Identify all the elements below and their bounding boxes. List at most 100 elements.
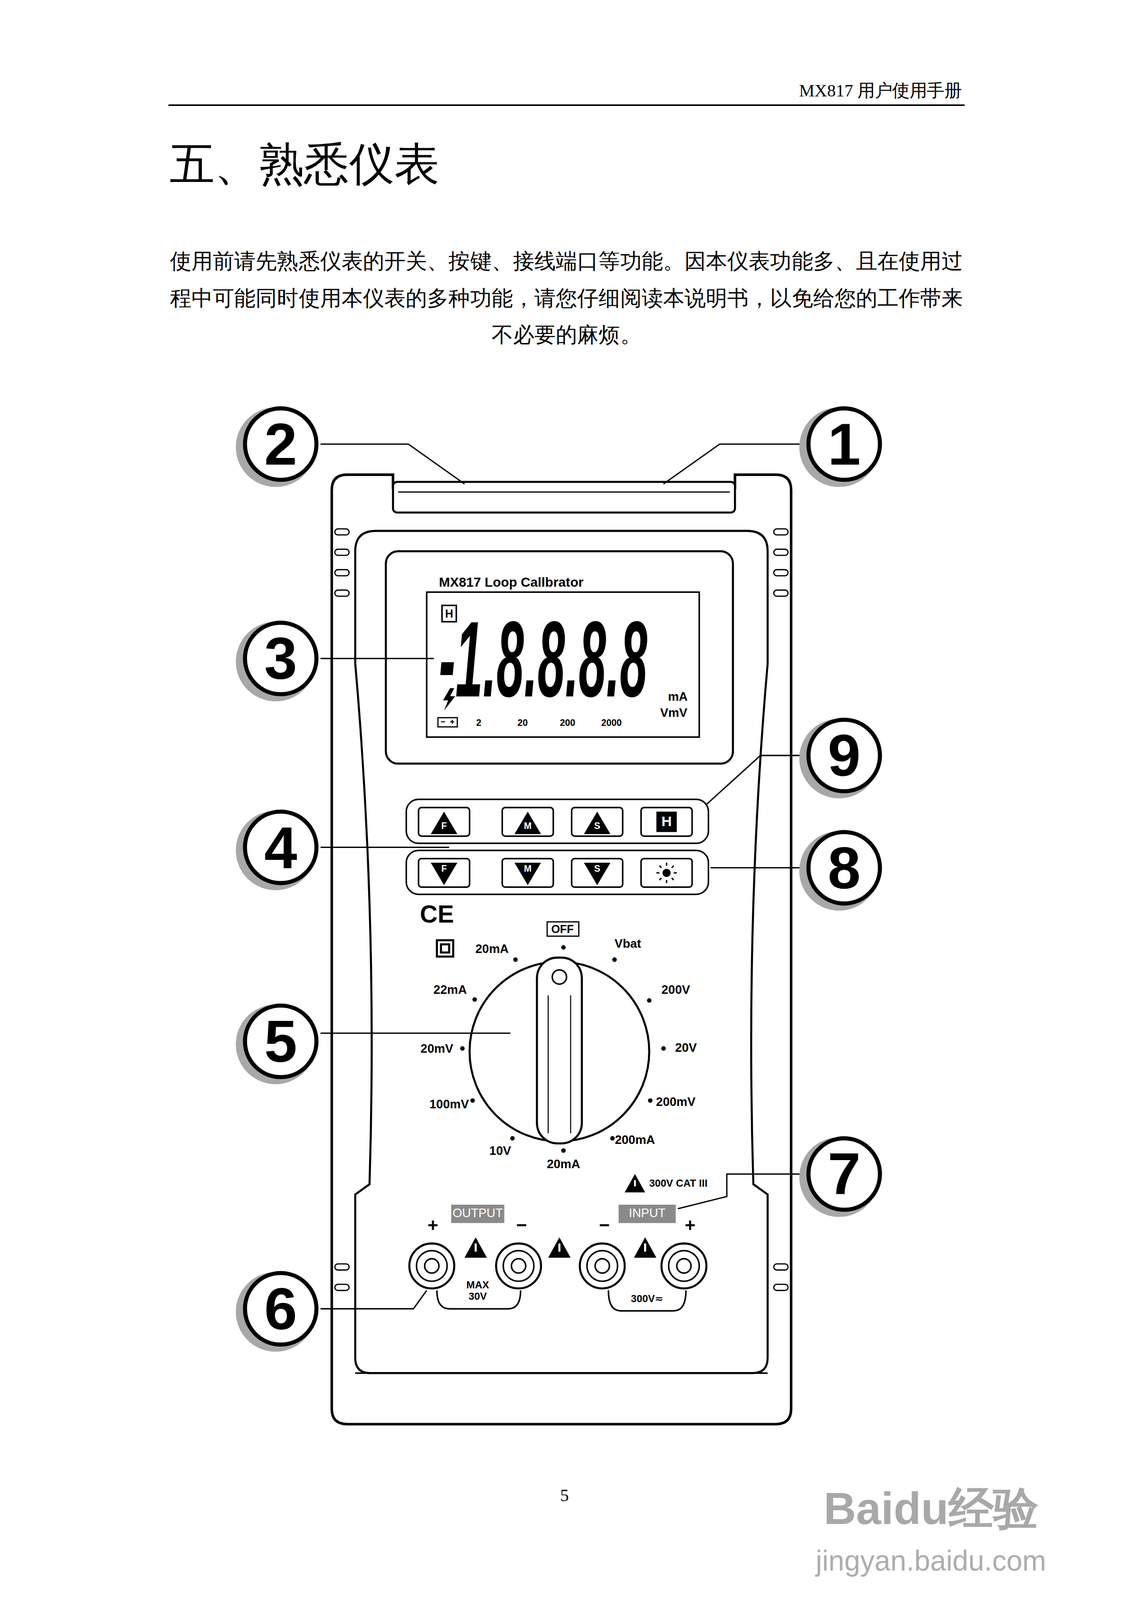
polarity-sign: −	[516, 1216, 528, 1237]
button-row-frame	[406, 799, 709, 844]
backlight-ray	[671, 877, 674, 880]
up-triangle	[430, 811, 458, 834]
warning-triangle	[624, 1173, 646, 1193]
callout-digit: 4	[264, 817, 297, 877]
callout-number: 6	[242, 1271, 319, 1347]
jack	[416, 1250, 447, 1282]
backlight-ray	[673, 872, 677, 874]
callout-digit: 7	[827, 1144, 861, 1204]
range-label: 2	[475, 718, 482, 729]
backlight-ray	[665, 879, 668, 883]
off-frame	[547, 921, 580, 937]
dial-position: 20V	[674, 1041, 697, 1055]
header-rule	[168, 104, 965, 106]
input-tag	[618, 1204, 676, 1224]
battery-icon	[451, 719, 453, 724]
leader-line	[320, 657, 435, 660]
switch-pointer	[536, 957, 582, 1144]
backlight-ray	[665, 862, 668, 866]
unit-label: mA	[667, 690, 688, 704]
dial-position: 100mV	[429, 1097, 469, 1112]
range-label: 20	[517, 718, 529, 729]
meter-housing	[331, 474, 791, 1425]
callout-number: 4	[242, 809, 319, 885]
leader-line	[320, 1032, 511, 1034]
switch-position-dot	[661, 1045, 666, 1051]
key	[641, 807, 693, 837]
grip-slot	[773, 569, 789, 576]
double-insulation-symbol	[437, 940, 454, 957]
callout-number: 3	[242, 620, 319, 697]
key	[571, 807, 623, 837]
pointer-ridge	[570, 995, 571, 1133]
warning-mark	[634, 1179, 637, 1187]
handle-edge	[398, 491, 730, 494]
callout-digit: 9	[827, 725, 861, 786]
switch-position-dot	[612, 957, 617, 962]
key	[418, 858, 470, 887]
jack	[661, 1243, 707, 1289]
backlight-rays	[656, 862, 677, 884]
callout-number: 2	[242, 406, 319, 482]
dial-position: OFF	[551, 922, 574, 936]
leader-line	[320, 1290, 427, 1309]
callout-digit: 8	[827, 837, 861, 898]
down-triangle	[514, 862, 542, 885]
dial-position: 22mA	[433, 983, 467, 997]
jack	[495, 1243, 542, 1289]
range-label: 2000	[601, 718, 622, 729]
callout-number: 9	[806, 717, 883, 794]
section-title: 五、熟悉仪表	[169, 142, 439, 189]
leader-line	[320, 846, 450, 848]
leader-line	[663, 444, 805, 485]
polarity-sign: −	[598, 1216, 610, 1237]
leader-line	[710, 866, 805, 869]
double-insulation-symbol	[440, 944, 449, 953]
range-label: 200	[560, 718, 576, 729]
switch-position-dot	[561, 1148, 566, 1153]
grip-slot	[773, 589, 789, 597]
key-letter: M	[523, 821, 532, 832]
warning-mark	[558, 1243, 561, 1252]
callout-digit: 3	[264, 628, 297, 689]
warning-mark	[474, 1243, 477, 1252]
running-header: MX817 用户使用手册	[798, 82, 962, 102]
jack	[587, 1250, 618, 1282]
polarity-sign: +	[684, 1216, 696, 1237]
grip-slot	[773, 1263, 789, 1270]
leader-line	[320, 444, 465, 485]
switch-position-dot	[460, 1045, 465, 1051]
watermark: Baidu经验	[823, 1483, 1039, 1534]
backlight-ray	[659, 877, 662, 880]
page-number: 5	[560, 1486, 569, 1506]
key-letter: S	[594, 821, 601, 832]
callout-digit: 2	[264, 414, 297, 474]
grip-slot	[334, 549, 350, 556]
callout-number: 8	[806, 829, 883, 906]
base-edge	[355, 1372, 768, 1374]
dial-position: 200mA	[614, 1133, 656, 1147]
backlight-ray	[671, 865, 674, 868]
output-limit: MAX 30V	[460, 1279, 495, 1302]
dial-position: 200V	[661, 983, 691, 997]
callout-number: 7	[806, 1136, 883, 1212]
jack	[503, 1250, 534, 1282]
grip-slot	[334, 528, 350, 535]
button-row-frame	[406, 850, 709, 894]
key	[502, 858, 553, 887]
intro-paragraph: 使用前请先熟悉仪表的开关、按键、接线端口等功能。因本仪表功能多、且在使用过程中可…	[168, 242, 965, 353]
grip-slot	[773, 1283, 789, 1291]
key-letter: F	[441, 821, 447, 832]
key-letter: M	[523, 864, 532, 875]
dial-position: 20mA	[546, 1158, 580, 1172]
key	[571, 858, 623, 887]
warning-mark	[644, 1243, 647, 1252]
grip-slot	[334, 1283, 350, 1291]
key-letter: H	[661, 813, 672, 830]
dial-position: 10V	[489, 1144, 512, 1159]
warning-triangle	[634, 1237, 657, 1258]
pointer-mark	[552, 969, 567, 985]
callout-number: 5	[242, 1003, 319, 1079]
switch-position-dot	[610, 1135, 615, 1141]
jack	[409, 1243, 455, 1289]
